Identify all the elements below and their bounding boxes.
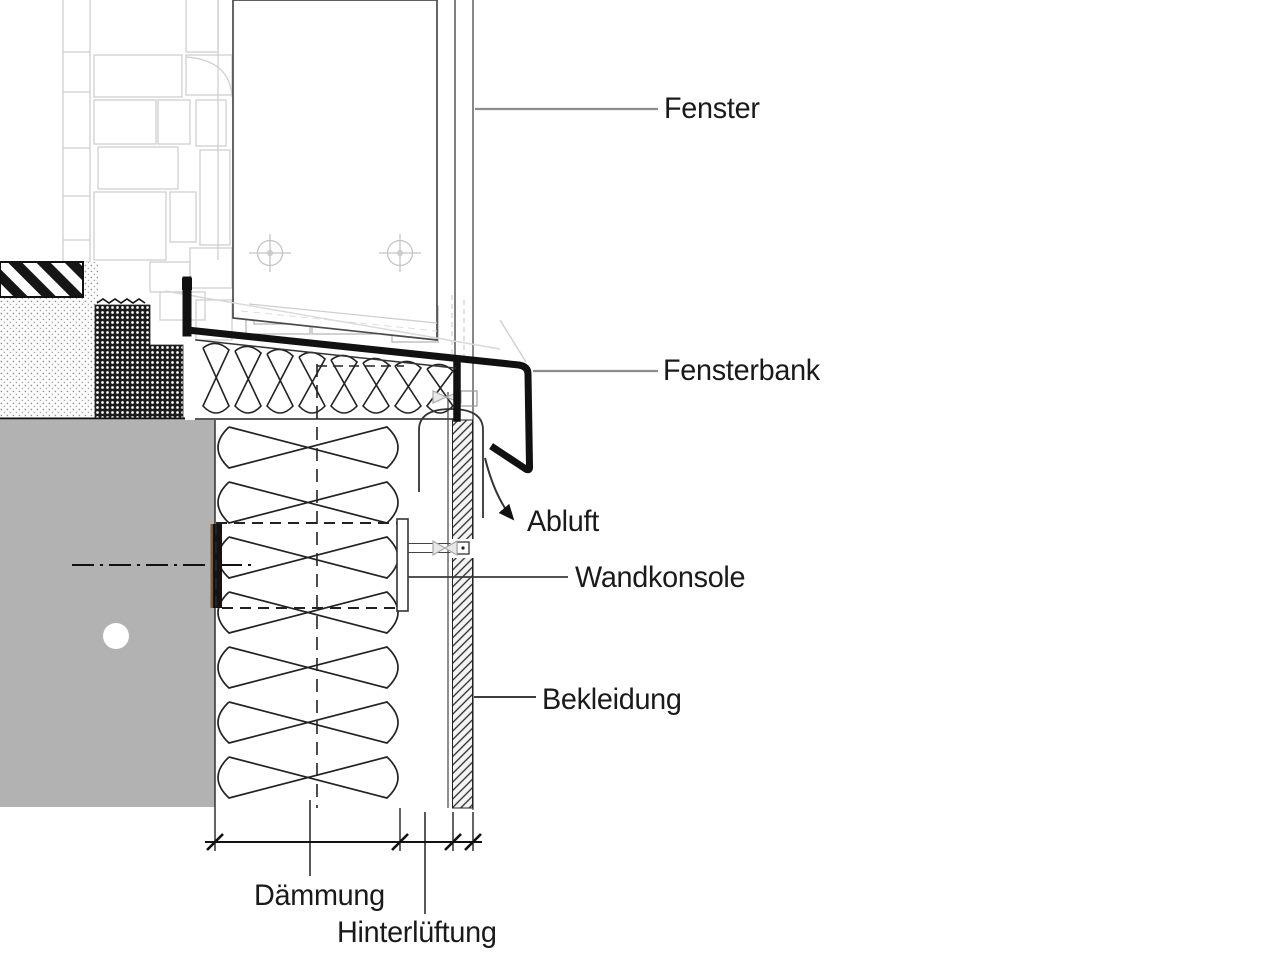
hidden-edge-lines: [316, 364, 404, 808]
dimension-line: [205, 808, 482, 851]
label-daemmung: Dämmung: [254, 879, 385, 912]
mortar-seal-block: [94, 298, 184, 419]
leader-lines: [309, 107, 658, 914]
dimension-ticks: [206, 833, 482, 851]
wall-bracket: [210, 518, 456, 612]
window-sash: [232, 0, 438, 341]
label-wandkonsole: Wandkonsole: [575, 561, 746, 594]
insulation-main: [217, 426, 399, 799]
ghost-lines: [164, 290, 527, 363]
abluft-arrow: [484, 457, 515, 521]
label-fenster: Fenster: [664, 92, 760, 125]
cladding-strip: [450, 419, 475, 809]
membrane-band: [0, 261, 84, 298]
label-bekleidung: Bekleidung: [542, 683, 682, 716]
window-sill-profile: [182, 276, 534, 474]
air-path: [418, 408, 515, 521]
label-hinterlueftung: Hinterlüftung: [337, 916, 497, 949]
concrete-slab: [0, 420, 215, 807]
core-hole-marker: [103, 623, 129, 649]
label-fensterbank: Fensterbank: [663, 354, 820, 387]
label-abluft: Abluft: [527, 505, 599, 538]
fitting-crosshair-icon: [249, 234, 421, 272]
